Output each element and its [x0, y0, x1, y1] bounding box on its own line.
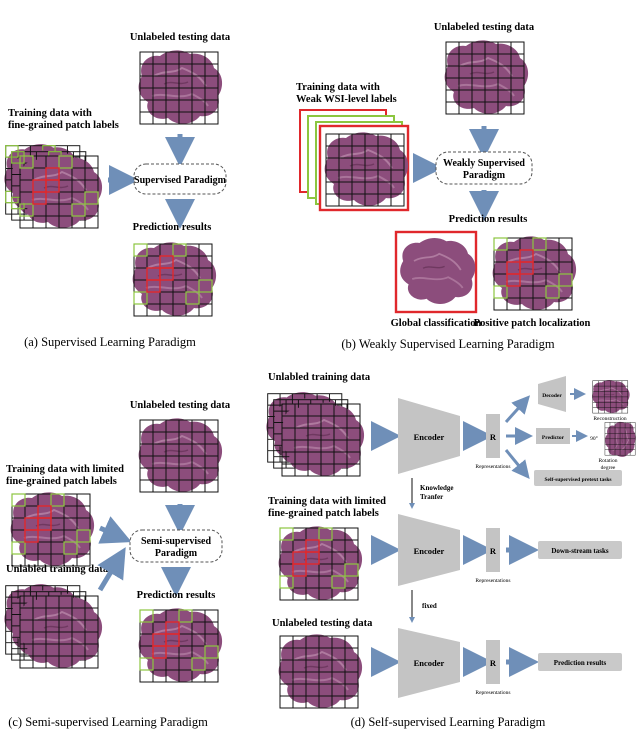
- panel-d-caption: (d) Self-supervised Learning Paradigm: [351, 715, 546, 729]
- panel-d-test-label: Unlabeled testing data: [272, 618, 373, 629]
- panel-b-test-slide: [445, 40, 528, 114]
- panel-d-repr-1: Representations: [475, 464, 510, 470]
- panel-d-prediction-box: [538, 653, 622, 671]
- panel-a-test-slide: [139, 50, 222, 124]
- panel-d-train-label-2: fine-grained patch labels: [268, 508, 379, 519]
- panel-d-arrow-task: [504, 449, 530, 479]
- panel-d-decoder-label: Decoder: [542, 393, 562, 399]
- panel-c-test-slide: [139, 418, 222, 492]
- panel-b-test-label: Unlabeled testing data: [434, 22, 535, 33]
- panel-b-paradigm-1: Weakly Supervised: [443, 158, 525, 169]
- panel-d-downstream: Down-stream tasks: [551, 547, 609, 555]
- panel-d-rotation-2: degree: [601, 465, 616, 471]
- panel-c-train-label-2: fine-grained patch labels: [6, 476, 117, 487]
- panel-d-encoder-2: [398, 514, 460, 586]
- panel-d-repr-2: Representations: [475, 578, 510, 584]
- panel-d-rotation-1: Rotation: [599, 458, 618, 464]
- panel-d-encoder-2-label: Encoder: [414, 546, 445, 556]
- panel-d-knowledge-2: Tranfer: [420, 493, 443, 501]
- panel-d-reconstruction: Reconstruction: [593, 416, 627, 422]
- panel-a-train-label-1: Training data with: [8, 108, 92, 119]
- panel-b-positive-slide: [493, 236, 576, 310]
- panel-d-encoder-1-label: Encoder: [414, 432, 445, 442]
- panel-d-pretext-box: [534, 470, 622, 486]
- panel-a-train-slides: [4, 144, 102, 228]
- panel-d-predictor-label: Predictor: [542, 435, 565, 441]
- panel-d: Unlabled training data Encoder R Represe…: [266, 372, 635, 729]
- panel-a-test-label: Unlabeled testing data: [130, 32, 231, 43]
- panel-d-fixed: fixed: [422, 602, 437, 610]
- panel-b-train-label-1: Training data with: [296, 82, 380, 93]
- panel-d-recon-slide: [592, 380, 630, 413]
- panel-d-encoder-3-label: Encoder: [414, 658, 445, 668]
- panel-a-paradigm: Supervised Paradigm: [134, 175, 227, 186]
- panel-c-prediction: Prediction results: [137, 590, 216, 601]
- panel-d-row3-slide: [279, 634, 362, 708]
- panel-a-prediction: Prediction results: [133, 222, 212, 233]
- panel-b-train-slides: [299, 109, 410, 212]
- panel-d-r-2: R: [490, 546, 497, 556]
- panel-d-predictor: [536, 428, 570, 444]
- panel-d-angle: 90°: [590, 435, 598, 442]
- panel-c-arrow-3: [97, 547, 126, 592]
- panel-b-paradigm-box: [435, 151, 533, 185]
- panel-d-r-box-1: [486, 414, 500, 458]
- panel-a-paradigm-box: [133, 163, 227, 195]
- panel-b-prediction: Prediction results: [449, 214, 528, 225]
- panel-c-caption: (c) Semi-supervised Learning Paradigm: [8, 715, 208, 729]
- panel-d-r-1: R: [490, 432, 497, 442]
- panel-a-train-label-2: fine-grained patch labels: [8, 120, 119, 131]
- panel-d-r-box-2: [486, 528, 500, 572]
- panel-d-train-label-1: Training data with limited: [268, 496, 386, 507]
- panel-b-paradigm-2: Paradigm: [463, 170, 506, 181]
- panel-c-test-label: Unlabeled testing data: [130, 400, 231, 411]
- panel-d-encoder-1: [398, 398, 460, 474]
- panel-c-paradigm-2: Paradigm: [155, 548, 198, 559]
- panel-d-rot-slide: [605, 422, 636, 457]
- panel-d-arrow-dec: [504, 395, 531, 424]
- panel-d-row1-slides: [266, 392, 364, 476]
- panel-c-prediction-slide: [139, 608, 222, 682]
- panel-a-prediction-slide: [133, 242, 216, 316]
- panel-c-arrow-2: [98, 516, 132, 544]
- panel-c-train-slide: [11, 492, 94, 566]
- panel-b-caption: (b) Weakly Supervised Learning Paradigm: [341, 337, 555, 351]
- panel-d-decoder: [538, 376, 566, 412]
- panel-a-caption: (a) Supervised Learning Paradigm: [24, 335, 196, 349]
- panel-d-r-box-3: [486, 640, 500, 684]
- panel-d-encoder-3: [398, 628, 460, 698]
- panel-c-train-label-1: Training data with limited: [6, 464, 124, 475]
- panel-d-downstream-box: [538, 541, 622, 559]
- panel-d-row2-slide: [279, 526, 362, 600]
- panel-c-paradigm-box: [129, 529, 223, 563]
- panel-b-positive: Positive patch localization: [474, 318, 591, 329]
- panel-c-paradigm-1: Semi-supervised: [141, 536, 211, 547]
- panel-b-global-slide: [394, 230, 478, 314]
- panel-c: Unlabeled testing data Training data wit…: [4, 400, 231, 729]
- panel-b-global: Global classification: [391, 318, 482, 329]
- panel-d-pretext: Self-supervised pretext tasks: [544, 477, 611, 483]
- panel-b: Unlabeled testing data Training data wit…: [296, 22, 590, 351]
- panel-b-train-label-2: Weak WSI-level labels: [296, 94, 397, 105]
- panel-c-unlabeled-slides: [4, 584, 102, 668]
- panel-d-unlabeled-train: Unlabled training data: [268, 372, 371, 383]
- panel-d-r-3: R: [490, 658, 497, 668]
- panel-a: Unlabeled testing data Training data wit…: [4, 32, 231, 349]
- panel-c-unlabeled-train: Unlabled training data: [6, 564, 109, 575]
- panel-d-prediction: Prediction results: [554, 659, 607, 667]
- panel-d-repr-3: Representations: [475, 690, 510, 696]
- panel-d-knowledge-1: Knowledge: [420, 484, 453, 492]
